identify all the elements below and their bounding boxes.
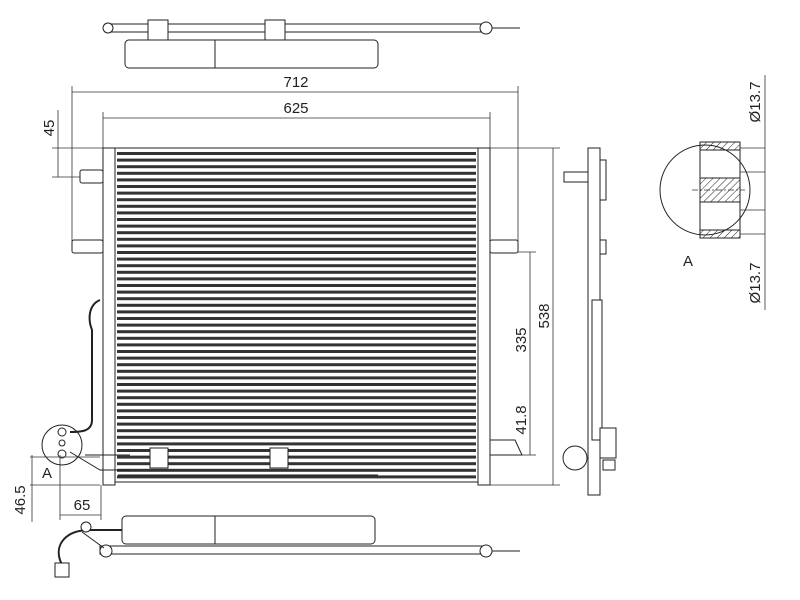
core-tube [117,178,476,182]
core-tube [117,429,476,433]
dimension-label: 65 [74,497,91,514]
core-tube [117,297,476,301]
core-tube [117,185,476,188]
core-tubes [117,152,476,479]
core-tube [117,218,476,221]
dimension-label: 538 [536,303,553,328]
core-tube [117,224,476,228]
core-tube [117,303,476,307]
dimension-label: 45 [41,120,58,137]
dimension-65: 65 [59,455,102,520]
core-tube [117,422,476,426]
core-tube [117,158,476,162]
core-tube [117,416,476,419]
core-tube [117,237,476,241]
core-tube [117,317,476,320]
detail-a: Ø13.7 Ø13.7 A [659,75,766,310]
core-tube [117,462,476,466]
core-tube [117,251,476,254]
core-tube [117,244,476,248]
core-tube [117,376,476,380]
core-tube [117,383,476,386]
detail-label: A [683,253,693,270]
core-tube [117,442,476,446]
core-tube [117,356,476,360]
bracket [71,239,104,254]
top-view [102,19,520,69]
core-tube [117,310,476,314]
core-tube [117,409,476,413]
core-tube [117,435,476,439]
core-tube [117,468,476,472]
bracket [489,439,523,456]
core-tube [117,475,476,479]
core-tube [117,191,476,195]
core-tube [117,270,476,274]
core-tube [117,264,476,268]
core-tube [117,343,476,347]
core-tube [117,369,476,373]
core-tube [117,152,476,155]
bracket [79,169,104,184]
core-tube [117,198,476,202]
dimension-712: 712 [71,74,519,245]
diameter-label-lower: Ø13.7 [747,263,764,304]
diameter-label-upper: Ø13.7 [747,82,764,123]
core-tube [117,449,476,452]
dimension-label: 335 [513,327,530,352]
core-tube [117,257,476,261]
view-marker: A [30,456,100,486]
core-tube [117,231,476,235]
core-tube [117,165,476,169]
side-view [562,147,617,496]
dimension-45: 45 [41,110,103,178]
dimension-label: 41.8 [513,405,530,434]
core-tube [117,389,476,393]
bracket [489,239,519,254]
dimension-625: 625 [102,100,491,148]
core-tube [117,402,476,406]
core-tube [117,284,476,287]
front-view [41,147,523,486]
core-tube [117,171,476,175]
core-tube [117,396,476,400]
dimension-46-5: 46.5 [12,455,33,522]
core-tube [117,211,476,215]
dimension-label: 46.5 [12,485,29,514]
dimension-538: 538 [490,147,560,486]
dimension-41-8: 41.8 [513,405,530,434]
bottom-view [54,515,520,578]
core-tube [117,350,476,353]
core-tube [117,336,476,340]
core-tube [117,363,476,367]
view-marker-label: A [42,465,52,482]
core-tube [117,330,476,334]
dimension-label: 625 [283,100,308,117]
core-tube [117,290,476,294]
core-tube [117,277,476,281]
core-tube [117,455,476,459]
core-tube [117,323,476,327]
core-tube [117,204,476,208]
dimension-335: 335 [513,251,536,456]
dimension-label: 712 [283,74,308,91]
